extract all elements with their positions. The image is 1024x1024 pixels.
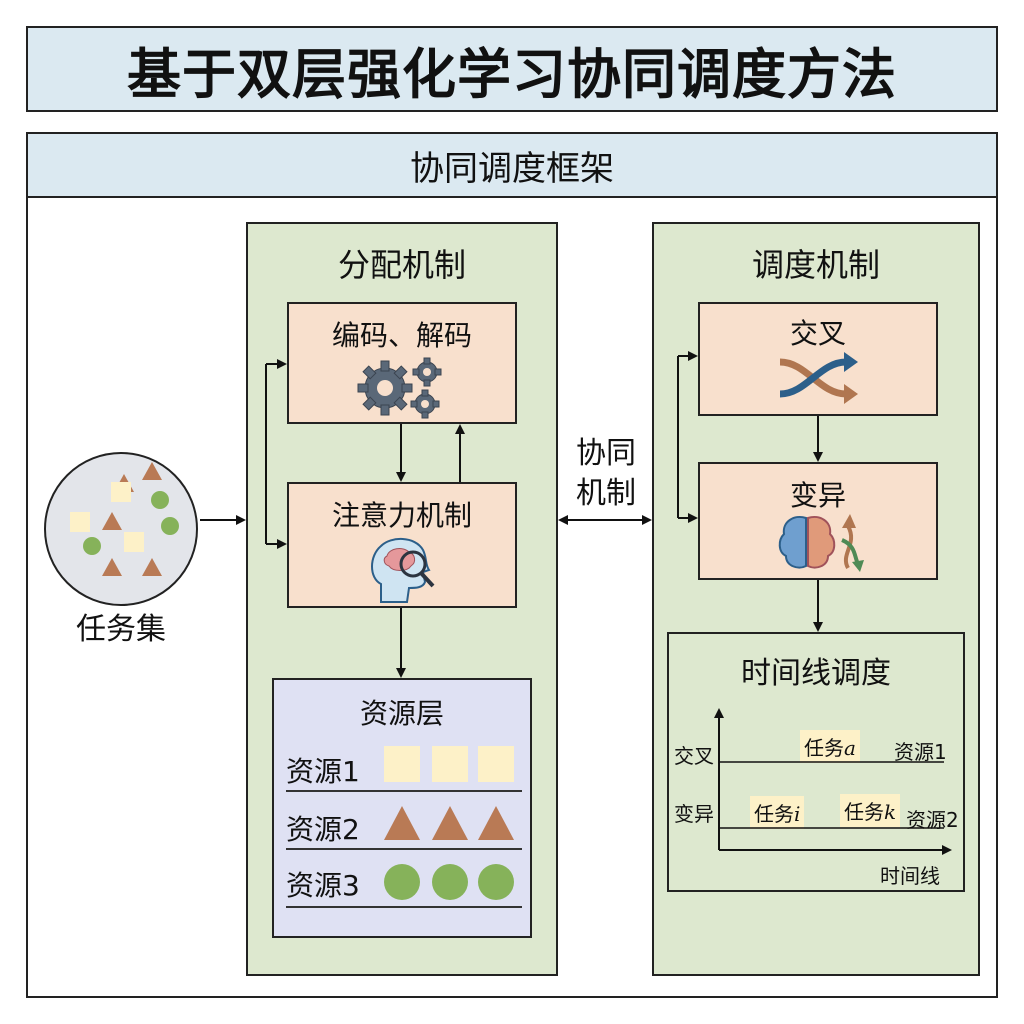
circle-shape bbox=[432, 864, 468, 900]
resource-shapes bbox=[384, 746, 514, 900]
task-chip-i: 任务i bbox=[750, 796, 805, 829]
square-shape bbox=[432, 746, 468, 782]
gears-icon bbox=[357, 357, 442, 419]
brain-arrows-icon bbox=[778, 514, 864, 572]
shuffle-arrows-icon bbox=[779, 352, 858, 404]
encode-decode-label: 编码、解码 bbox=[331, 319, 472, 352]
square-shape bbox=[478, 746, 514, 782]
task-set bbox=[42, 450, 200, 608]
resource-layer-box: 资源层 资源1 资源2 资源3 bbox=[272, 678, 532, 938]
task-prefix: 任务 bbox=[804, 736, 844, 760]
y-label-crossover: 交叉 bbox=[674, 744, 714, 768]
task-prefix: 任务 bbox=[844, 800, 884, 824]
task-set-label: 任务集 bbox=[76, 612, 166, 647]
attention-label: 注意力机制 bbox=[331, 499, 472, 532]
x-axis-label: 时间线 bbox=[880, 864, 940, 888]
task-prefix: 任务 bbox=[754, 802, 794, 826]
allocation-title: 分配机制 bbox=[337, 246, 466, 284]
framework-title: 协同调度框架 bbox=[410, 148, 614, 189]
triangle-shape bbox=[478, 806, 514, 840]
triangle-shape bbox=[432, 806, 468, 840]
resource-layer-title: 资源层 bbox=[359, 697, 444, 730]
circle-shape bbox=[384, 864, 420, 900]
timeline-title: 时间线调度 bbox=[741, 656, 891, 691]
row-divider bbox=[286, 790, 522, 792]
crossover-box: 交叉 bbox=[698, 302, 938, 416]
scheduling-title: 调度机制 bbox=[751, 246, 880, 284]
y-label-mutation: 变异 bbox=[674, 802, 714, 826]
encode-decode-box: 编码、解码 bbox=[287, 302, 517, 424]
resource-row-label: 资源2 bbox=[286, 813, 360, 846]
resource-row-label: 资源3 bbox=[286, 869, 360, 902]
triangle-shape bbox=[384, 806, 420, 840]
title-banner: 基于双层强化学习协同调度方法 bbox=[26, 26, 998, 112]
task-id: a bbox=[844, 736, 856, 760]
coop-label-2: 机制 bbox=[576, 476, 636, 511]
task-id: i bbox=[794, 802, 801, 826]
head-brain-magnifier-icon bbox=[371, 538, 435, 603]
framework-header: 协同调度框架 bbox=[28, 134, 996, 198]
circle-shape bbox=[478, 864, 514, 900]
row-divider bbox=[286, 848, 522, 850]
attention-box: 注意力机制 bbox=[287, 482, 517, 608]
crossover-label: 交叉 bbox=[789, 317, 846, 350]
resource-row-label: 资源1 bbox=[286, 755, 360, 788]
task-id: k bbox=[884, 800, 897, 824]
square-shape bbox=[384, 746, 420, 782]
mutation-box: 变异 bbox=[698, 462, 938, 580]
page-title: 基于双层强化学习协同调度方法 bbox=[127, 42, 897, 106]
row-divider bbox=[286, 906, 522, 908]
task-chip-a: 任务a bbox=[800, 730, 860, 763]
mutation-label: 变异 bbox=[789, 479, 846, 512]
task-set-icon bbox=[44, 452, 198, 606]
coop-label-1: 协同 bbox=[576, 436, 636, 471]
resource-1-label: 资源1 bbox=[894, 740, 947, 764]
task-chip-k: 任务k bbox=[840, 794, 901, 827]
